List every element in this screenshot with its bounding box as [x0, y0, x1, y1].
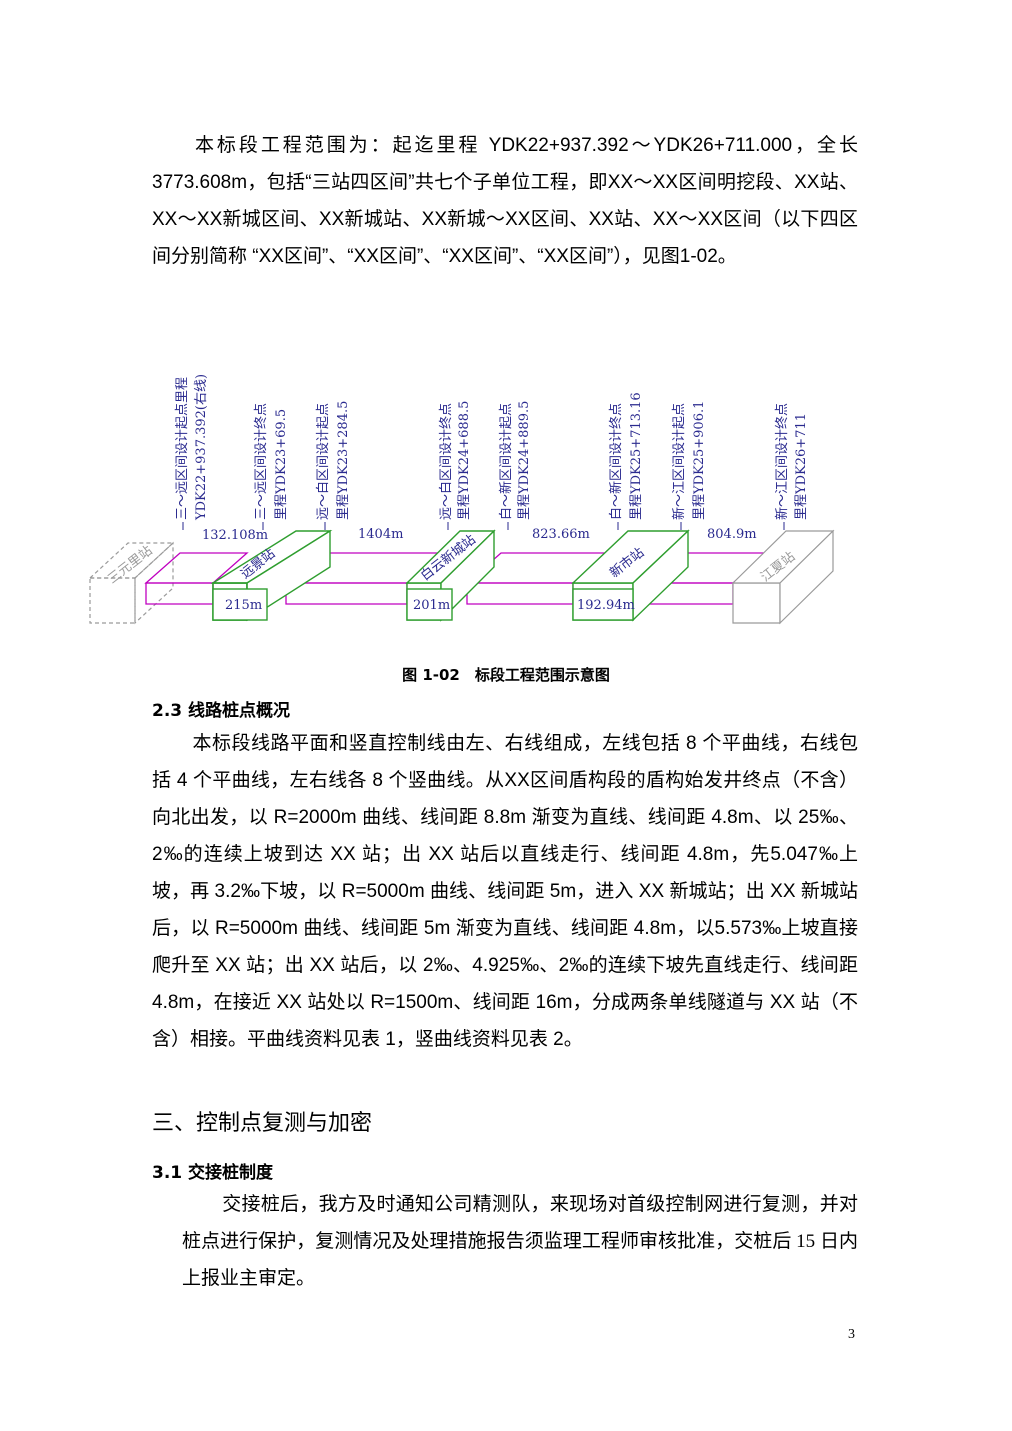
station-sanyuanli-block [88, 541, 175, 625]
marker-6-line1: 白～新区间设计终点 [608, 403, 624, 520]
marker-3-line2: 里程YDK23+284.5 [336, 401, 351, 520]
marker-2-line1: 三～远区间设计终点 [253, 403, 269, 520]
marker-6-line2: 里程YDK25+713.16 [629, 392, 644, 520]
intro-paragraph: 本标段工程范围为：起迄里程 YDK22+937.392～YDK26+711.00… [152, 135, 858, 267]
section-2-3-paragraph: 本标段线路平面和竖直控制线由左、右线组成，左线包括 8 个平曲线，右线包括 4 … [152, 733, 858, 1050]
section-3-1-paragraph: 交接桩后，我方及时通知公司精测队，来现场对首级控制网进行复测，并对桩点进行保护，… [182, 1194, 858, 1289]
section-3-1-heading: 3.1 交接桩制度 [152, 1163, 274, 1183]
station-length-baiyun-xincheng: 201m [413, 598, 450, 613]
marker-2-line2: 里程YDK23+69.5 [274, 409, 289, 520]
station-length-xinshi: 192.94m [577, 598, 635, 613]
section-length-2: 1404m [358, 527, 403, 542]
marker-4-line1: 远～白区间设计终点 [438, 403, 454, 520]
marker-7-line1: 新～江区间设计起点 [671, 403, 687, 520]
marker-4-line2: 里程YDK24+688.5 [457, 401, 472, 520]
section-length-1: 132.108m [202, 528, 268, 543]
section-3-heading: 三、控制点复测与加密 [152, 1111, 373, 1136]
section-2-3-heading: 2.3 线路桩点概况 [152, 701, 291, 721]
station-length-yuanjing: 215m [225, 598, 262, 613]
figure-1-02: 三～远区间设计起点里程 YDK22+937.392(右线) 三～远区间设计终点 … [88, 374, 835, 625]
marker-3-line1: 远～白区间设计起点 [315, 403, 331, 520]
marker-1-line1: 三～远区间设计起点里程 [175, 377, 190, 520]
marker-8-line2: 里程YDK26+711 [794, 413, 809, 520]
station-jiangxia-block [731, 529, 835, 625]
page-number: 3 [848, 1327, 855, 1342]
marker-1-line2: YDK22+937.392(右线) [194, 374, 209, 521]
section-length-3: 823.66m [532, 527, 590, 542]
marker-5-line2: 里程YDK24+889.5 [517, 401, 532, 520]
marker-8-line1: 新～江区间设计终点 [774, 403, 790, 520]
marker-5-line1: 白～新区间设计起点 [498, 403, 514, 520]
figure-caption: 图 1-02 标段工程范围示意图 [402, 666, 610, 684]
marker-7-line2: 里程YDK25+906.1 [692, 401, 707, 520]
section-length-4: 804.9m [707, 527, 757, 542]
marker-labels: 三～远区间设计起点里程 YDK22+937.392(右线) 三～远区间设计终点 … [175, 374, 809, 521]
